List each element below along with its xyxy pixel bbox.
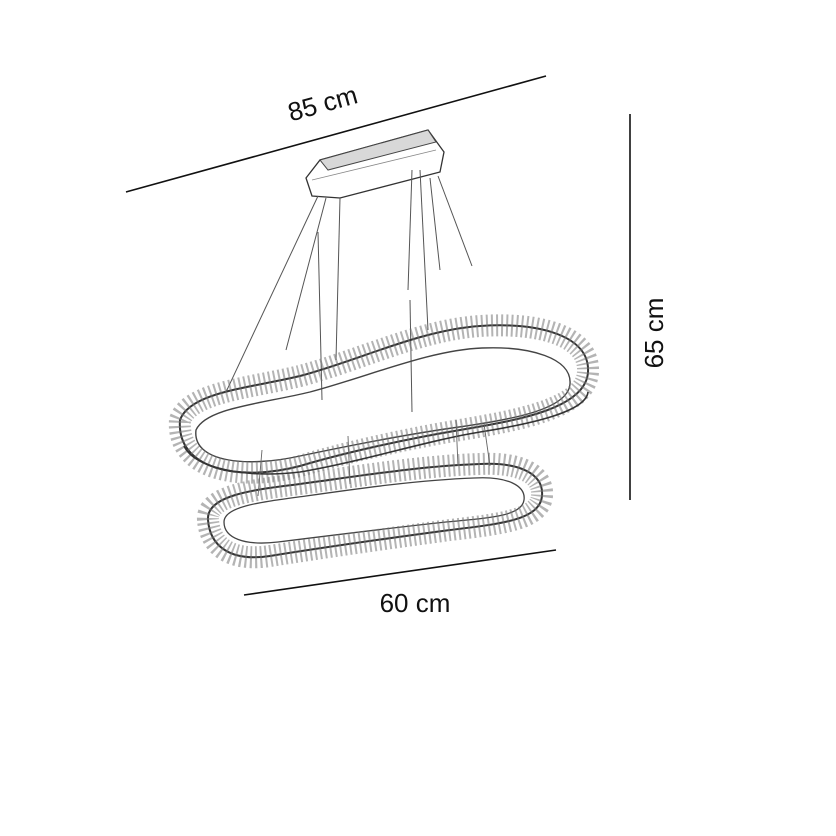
bottom-width-line: [243, 549, 557, 596]
lower-crystal-ring: [197, 452, 554, 569]
height-label: 65 cm: [639, 298, 669, 369]
top-width-line: [125, 75, 547, 193]
ring-connectors: [257, 419, 491, 497]
chandelier-icon: [168, 129, 599, 569]
upper-crystal-ring: [168, 314, 599, 484]
bottom-width-label: 60 cm: [380, 588, 451, 618]
ceiling-canopy: [305, 129, 445, 199]
suspension-wires: [225, 169, 473, 413]
top-width-label: 85 cm: [284, 79, 360, 127]
